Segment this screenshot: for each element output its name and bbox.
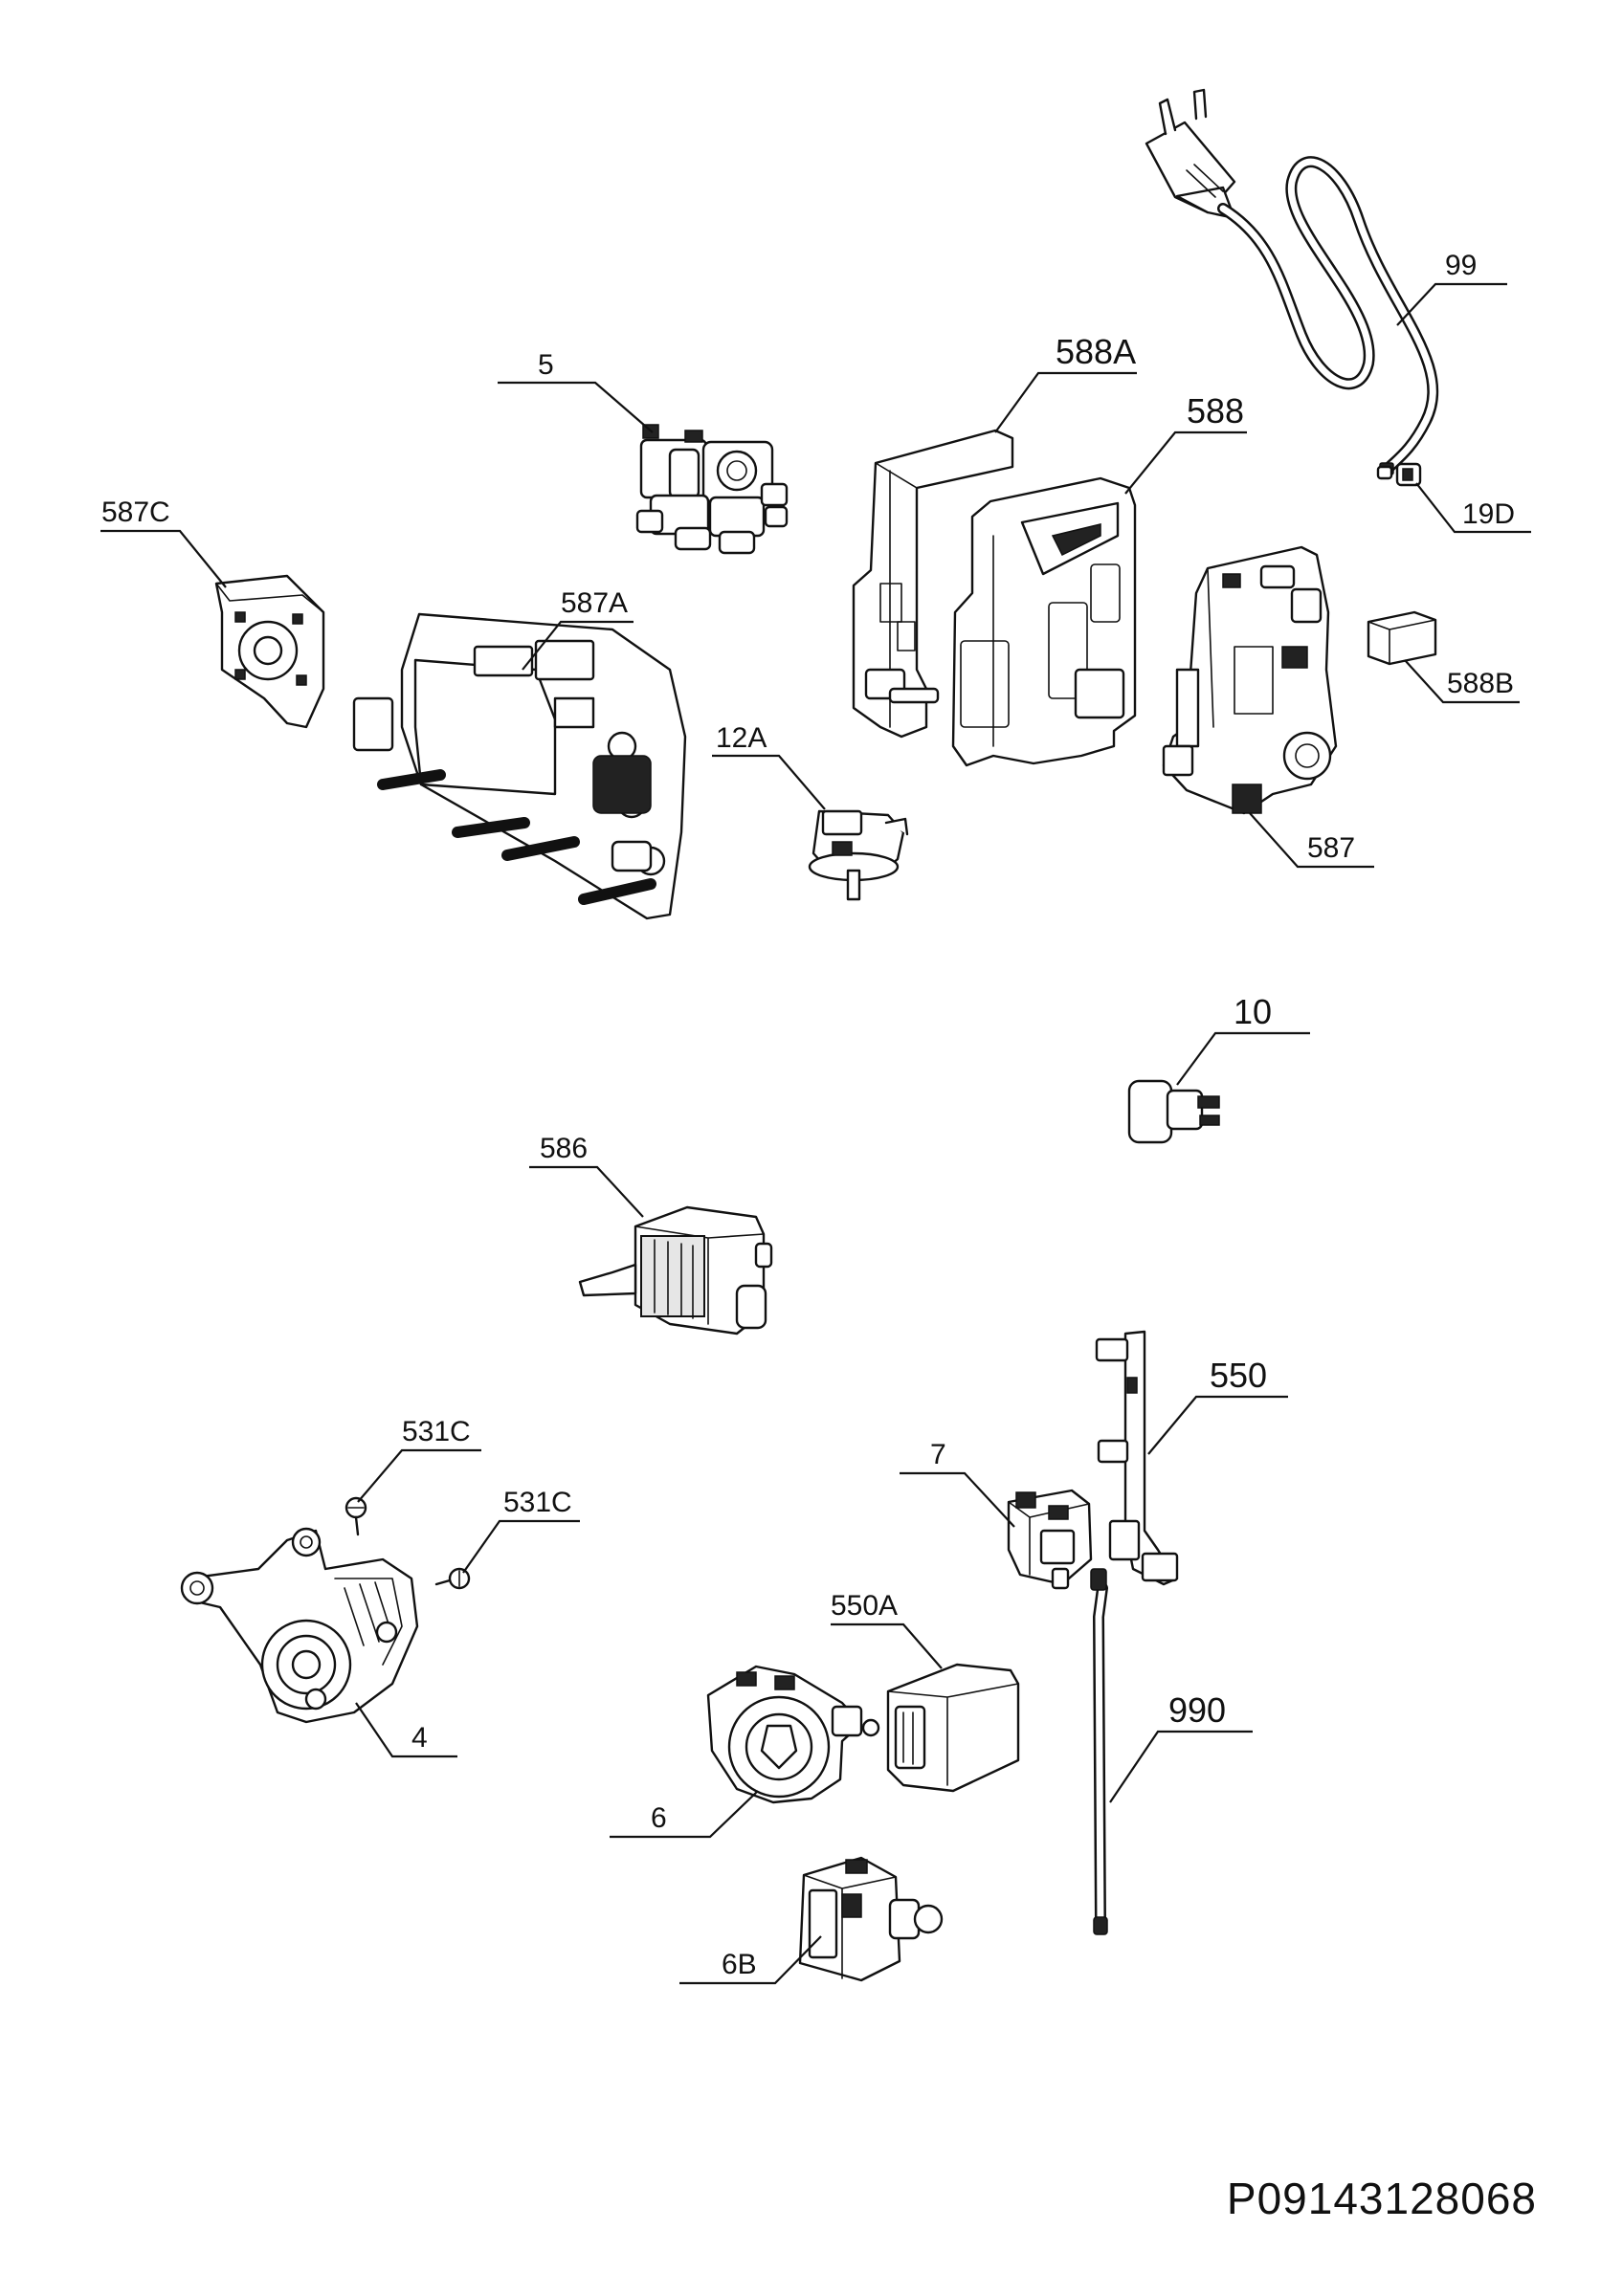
part-6B-circulation-pump xyxy=(798,1856,944,1982)
label-587: 587 xyxy=(1249,812,1374,869)
label-6B: 6B xyxy=(679,1935,822,1985)
part-531C-screw-2 xyxy=(434,1567,471,1590)
part-19D-clip xyxy=(1376,462,1422,487)
label-5-text: 5 xyxy=(538,349,554,381)
part-587A-panel xyxy=(352,612,687,920)
label-588A: 588A xyxy=(994,332,1137,433)
label-531C-1: 531C xyxy=(357,1416,481,1503)
label-550A: 550A xyxy=(831,1590,943,1669)
label-588B-text: 588B xyxy=(1447,668,1514,699)
label-4-text: 4 xyxy=(411,1722,428,1754)
label-990: 990 xyxy=(1109,1690,1253,1803)
label-587A: 587A xyxy=(522,587,634,671)
label-5: 5 xyxy=(498,349,654,433)
label-6-text: 6 xyxy=(651,1802,667,1834)
label-588A-text: 588A xyxy=(1056,332,1136,371)
label-7-text: 7 xyxy=(930,1439,946,1470)
label-19D: 19D xyxy=(1415,482,1531,534)
label-550: 550 xyxy=(1147,1356,1288,1455)
label-6: 6 xyxy=(610,1790,759,1839)
label-588B: 588B xyxy=(1404,659,1520,704)
part-531C-screw-1 xyxy=(345,1496,367,1536)
label-586: 586 xyxy=(529,1133,644,1218)
label-587A-text: 587A xyxy=(561,587,628,619)
label-99: 99 xyxy=(1396,250,1507,326)
part-7-door-lock xyxy=(1007,1489,1093,1590)
part-99-power-cord xyxy=(1145,88,1439,475)
part-10-heating-element xyxy=(954,1079,1220,1163)
part-5-inlet-valve xyxy=(635,424,789,555)
part-588-board-housing xyxy=(951,476,1137,767)
label-587-text: 587 xyxy=(1307,832,1355,864)
label-588-text: 588 xyxy=(1187,391,1244,430)
label-550-text: 550 xyxy=(1210,1356,1267,1395)
part-587-electronic-board xyxy=(1162,545,1338,815)
part-588B-cube xyxy=(1367,610,1437,666)
part-6-drain-pump xyxy=(706,1665,880,1804)
label-4: 4 xyxy=(355,1702,457,1758)
label-550A-text: 550A xyxy=(831,1590,898,1622)
part-4-motor xyxy=(180,1527,419,1724)
label-10: 10 xyxy=(1176,992,1310,1086)
label-12A: 12A xyxy=(712,722,826,810)
label-586-text: 586 xyxy=(540,1133,588,1164)
label-531C-2: 531C xyxy=(462,1487,580,1574)
label-6B-text: 6B xyxy=(722,1949,757,1980)
part-550-wiring-bracket xyxy=(1095,1330,1179,1586)
part-12A-pressure-switch xyxy=(808,809,909,901)
label-99-text: 99 xyxy=(1445,250,1477,281)
label-12A-text: 12A xyxy=(716,722,767,754)
part-587C-frame xyxy=(214,574,325,729)
part-588A-cover xyxy=(852,429,1014,739)
label-588: 588 xyxy=(1124,391,1247,495)
part-550A-cover-box xyxy=(886,1663,1020,1793)
label-10-text: 10 xyxy=(1234,992,1272,1031)
label-531C-2-text: 531C xyxy=(503,1487,572,1518)
part-586-filter-box xyxy=(578,1205,773,1336)
label-19D-text: 19D xyxy=(1462,498,1515,530)
part-990-sensor-cable xyxy=(1090,1568,1108,1935)
label-7: 7 xyxy=(900,1439,1015,1528)
document-code: P09143128068 xyxy=(1226,2174,1537,2223)
label-531C-1-text: 531C xyxy=(402,1416,471,1447)
label-587C: 587C xyxy=(100,497,227,588)
label-587C-text: 587C xyxy=(101,497,170,528)
label-990-text: 990 xyxy=(1168,1690,1226,1730)
